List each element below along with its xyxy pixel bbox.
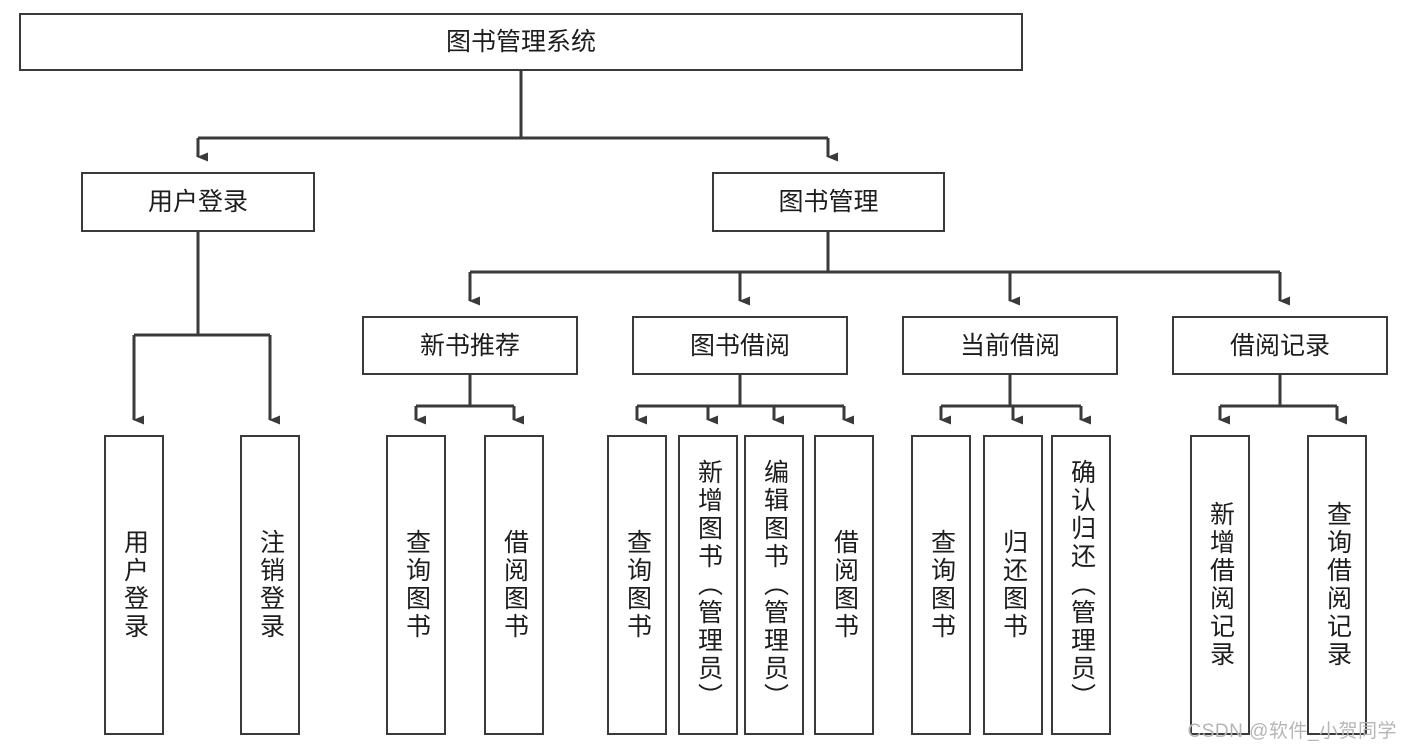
node-borrow-record[interactable]: 借阅记录 <box>1172 316 1388 375</box>
node-label: 用户登录 <box>147 188 248 216</box>
node-label: 查询图书 <box>402 529 431 641</box>
node-label: 用户登录 <box>120 529 149 641</box>
node-book-manage[interactable]: 图书管理 <box>712 172 945 232</box>
node-label: 借阅图书 <box>830 529 859 641</box>
node-leaf-borrow-book-1[interactable]: 借阅图书 <box>484 435 544 735</box>
node-label: 注销登录 <box>256 529 285 641</box>
node-leaf-edit-book[interactable]: 编辑图书（管理员） <box>744 435 804 735</box>
node-new-book-recommend[interactable]: 新书推荐 <box>362 316 578 375</box>
connector-newbook-to-leaves <box>414 375 524 425</box>
node-user-login[interactable]: 用户登录 <box>81 172 315 232</box>
connector-borrowrecord-to-leaves <box>1218 375 1347 425</box>
node-label: 新增借阅记录 <box>1206 501 1235 669</box>
node-label: 查询图书 <box>623 529 652 641</box>
node-label: 图书借阅 <box>689 331 790 360</box>
node-label: 查询借阅记录 <box>1323 501 1352 669</box>
node-label: 图书管理系统 <box>445 28 596 56</box>
connector-booksys-to-level3 <box>468 232 1290 306</box>
node-label: 确认归还（管理员） <box>1067 459 1096 711</box>
node-label: 查询图书 <box>927 529 956 641</box>
connector-currentborrow-to-leaves <box>939 375 1091 425</box>
node-leaf-query-book-2[interactable]: 查询图书 <box>607 435 667 735</box>
node-leaf-return-book[interactable]: 归还图书 <box>983 435 1043 735</box>
node-label: 新书推荐 <box>419 331 520 360</box>
node-leaf-logout[interactable]: 注销登录 <box>240 435 300 735</box>
node-leaf-add-book[interactable]: 新增图书（管理员） <box>678 435 738 735</box>
node-leaf-borrow-book-2[interactable]: 借阅图书 <box>814 435 874 735</box>
node-label: 借阅图书 <box>500 529 529 641</box>
node-label: 借阅记录 <box>1229 331 1330 360</box>
node-label: 新增图书（管理员） <box>694 459 723 711</box>
node-label: 编辑图书（管理员） <box>760 459 789 711</box>
node-label: 图书管理 <box>778 188 879 216</box>
node-leaf-user-login[interactable]: 用户登录 <box>104 435 164 735</box>
node-leaf-query-book-1[interactable]: 查询图书 <box>386 435 446 735</box>
node-current-borrow[interactable]: 当前借阅 <box>902 316 1118 375</box>
node-label: 当前借阅 <box>959 331 1060 360</box>
node-label: 归还图书 <box>999 529 1028 641</box>
node-root-system[interactable]: 图书管理系统 <box>19 13 1023 71</box>
node-leaf-add-record[interactable]: 新增借阅记录 <box>1190 435 1250 735</box>
connector-root-to-level2 <box>196 71 838 162</box>
node-book-borrow[interactable]: 图书借阅 <box>632 316 848 375</box>
connector-userlogin-to-leaves <box>132 232 280 425</box>
node-leaf-confirm-return[interactable]: 确认归还（管理员） <box>1051 435 1111 735</box>
connector-bookborrow-to-leaves <box>635 375 854 425</box>
node-leaf-query-record[interactable]: 查询借阅记录 <box>1307 435 1367 735</box>
node-leaf-query-book-3[interactable]: 查询图书 <box>911 435 971 735</box>
